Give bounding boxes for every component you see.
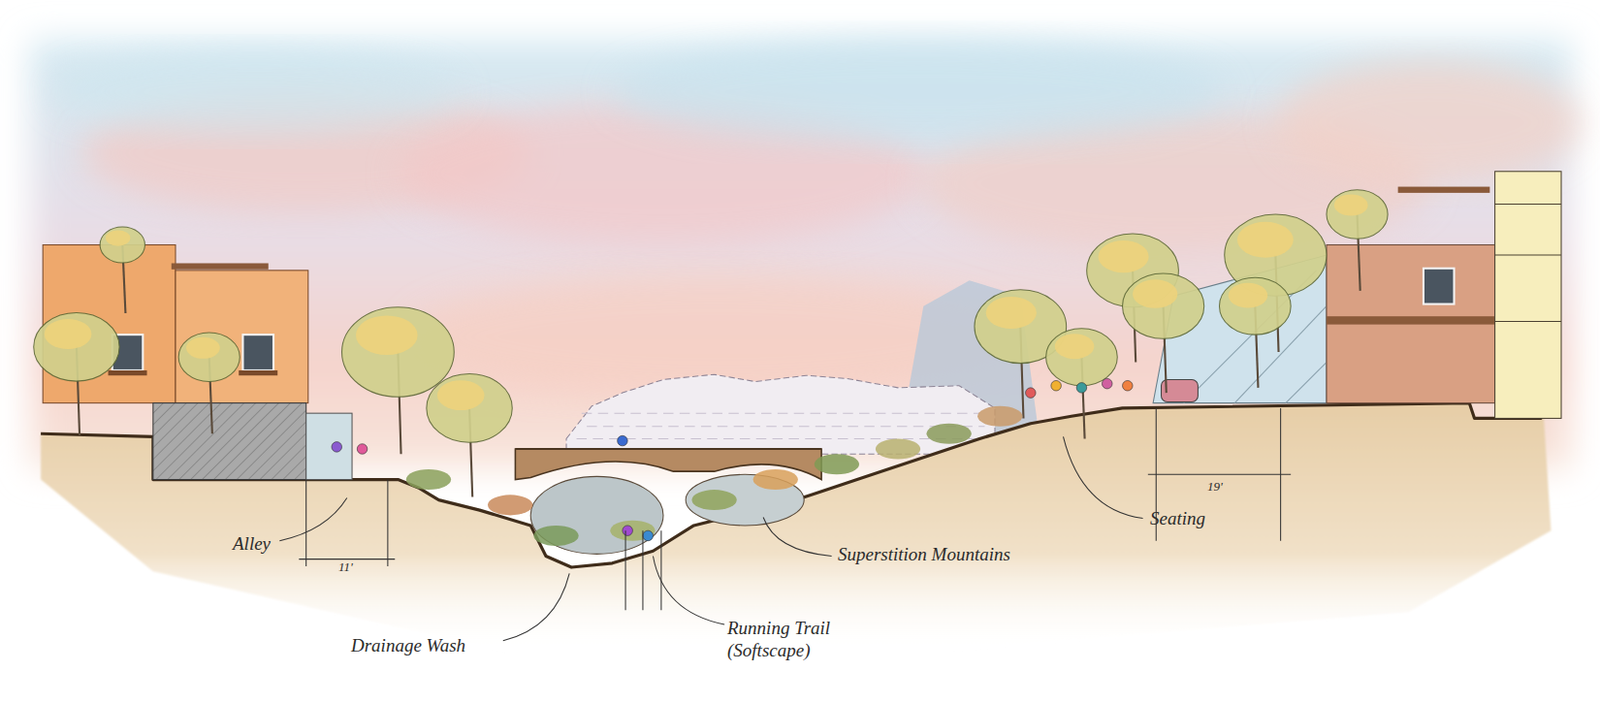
shrub	[609, 520, 655, 542]
tree-canopy	[178, 332, 240, 383]
tree-highlight	[986, 296, 1037, 329]
shrub	[814, 453, 860, 475]
tree-canopy	[1122, 273, 1205, 339]
dimension-extension	[305, 480, 307, 567]
floor-line	[1495, 320, 1562, 322]
person	[642, 530, 654, 542]
leader-line	[1062, 436, 1143, 518]
bridge	[514, 448, 822, 554]
cloud	[51, 51, 460, 133]
tree-highlight	[1228, 283, 1269, 309]
person	[617, 435, 629, 447]
leader-line	[763, 516, 832, 556]
person	[1025, 387, 1037, 399]
tower	[1495, 171, 1562, 419]
shrub	[533, 525, 578, 546]
person	[1101, 378, 1113, 389]
window-sill	[238, 370, 278, 376]
basement	[153, 403, 307, 480]
tree-canopy	[99, 226, 145, 263]
floor-line	[1495, 203, 1562, 205]
callout-label: Alley	[232, 533, 271, 556]
tree-highlight	[1055, 333, 1095, 359]
tree-canopy	[1326, 190, 1388, 240]
tree-highlight	[1132, 279, 1178, 308]
tree-highlight	[186, 337, 221, 359]
glass-mullion	[1285, 362, 1327, 404]
callout-label: Superstition Mountains	[837, 544, 1011, 567]
tree-highlight	[105, 229, 130, 246]
shrub	[406, 469, 451, 490]
ground	[40, 403, 1551, 654]
person	[1051, 380, 1062, 391]
trail-marker-line	[641, 530, 643, 610]
tree-highlight	[355, 315, 418, 355]
roof-pergola	[1398, 187, 1491, 193]
mountain-strata	[581, 413, 980, 415]
shrub	[977, 406, 1023, 427]
person	[1076, 383, 1088, 394]
window	[242, 334, 274, 371]
ground-fill	[40, 403, 1551, 654]
building-wall	[175, 270, 309, 404]
trail-marker-line	[660, 530, 662, 610]
leader-line	[652, 555, 725, 625]
tree-canopy	[1046, 328, 1119, 386]
callout-label: 11'	[338, 559, 353, 576]
shrub	[753, 469, 799, 490]
person	[356, 444, 368, 455]
right-building	[1152, 171, 1562, 419]
tree-canopy	[342, 307, 455, 398]
shrub	[926, 423, 971, 445]
alley-wall	[306, 413, 352, 480]
trees	[33, 190, 1388, 498]
mountain-strata	[586, 425, 985, 427]
person	[622, 525, 634, 537]
leader-line	[503, 573, 570, 640]
leader-line	[279, 497, 347, 541]
tree-highlight	[44, 319, 93, 350]
shrub	[691, 489, 736, 511]
person	[1122, 380, 1134, 391]
floor-line	[1495, 255, 1562, 256]
balcony	[1326, 316, 1496, 324]
dimension-line	[1148, 474, 1291, 476]
cloud	[1275, 61, 1582, 184]
callout-label: Drainage Wash	[351, 635, 466, 658]
superstition-range	[566, 374, 995, 454]
person	[331, 442, 343, 453]
annotations	[279, 408, 1291, 641]
window-sill	[108, 370, 148, 376]
cloud	[611, 40, 1224, 143]
mountain-strata	[576, 438, 991, 440]
shrubs	[331, 378, 1133, 546]
tree-highlight	[437, 380, 485, 411]
ground-line	[40, 403, 1543, 568]
building-wall	[1326, 245, 1496, 404]
tree-canopy	[426, 374, 512, 444]
mountains	[566, 280, 1041, 454]
callout-label: Running Trail (Softscape)	[727, 617, 864, 663]
window	[1423, 268, 1455, 305]
callout-label: Seating	[1150, 508, 1206, 531]
tree-highlight	[1237, 222, 1294, 258]
callout-label: 19'	[1207, 479, 1223, 495]
shrub	[875, 438, 921, 459]
pergola	[171, 262, 269, 269]
tree-canopy	[33, 312, 120, 382]
shrub	[487, 494, 533, 515]
dimension-extension	[386, 480, 388, 567]
tree-highlight	[1334, 193, 1369, 216]
trail-marker-line	[625, 530, 627, 610]
bridge-rail	[514, 448, 822, 450]
tree-canopy	[1218, 277, 1291, 335]
tree-highlight	[1098, 240, 1150, 273]
